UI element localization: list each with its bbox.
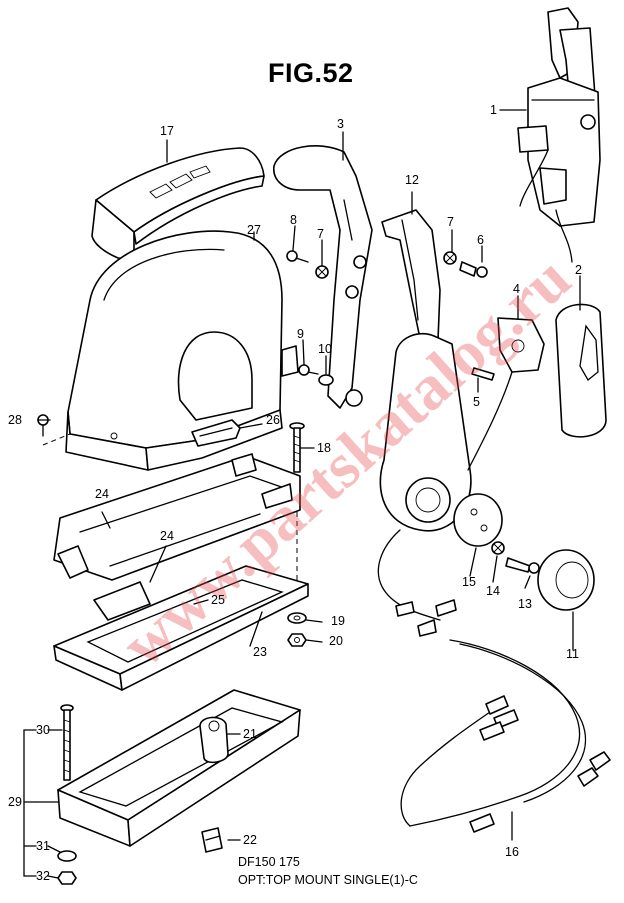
part-21-bracket [199,716,229,764]
callout-15[interactable]: 15 [462,575,476,589]
part-2-grip [555,303,607,438]
callout-17[interactable]: 17 [160,124,174,138]
callout-10[interactable]: 10 [318,342,332,356]
part-23-gasket [53,565,309,691]
callout-1[interactable]: 1 [490,103,497,117]
callout-16[interactable]: 16 [505,845,519,859]
part-16-wiring-harness [377,529,611,833]
callout-14[interactable]: 14 [486,584,500,598]
callout-24-bottom[interactable]: 24 [160,529,174,543]
callout-9[interactable]: 9 [297,327,304,341]
callout-20[interactable]: 20 [329,634,343,648]
callout-3[interactable]: 3 [337,117,344,131]
part-27-housing [65,230,299,471]
callout-11[interactable]: 11 [566,647,579,661]
part-24-bracket [53,453,301,621]
part-9-screw [298,364,319,376]
callout-12[interactable]: 12 [405,173,419,187]
callout-18[interactable]: 18 [317,441,331,455]
callout-8[interactable]: 8 [290,213,297,227]
callout-26[interactable]: 26 [266,413,280,427]
callout-30[interactable]: 30 [36,723,50,737]
callout-6[interactable]: 6 [477,233,484,247]
model-label: DF150 175 [238,855,300,869]
part-5-screw [471,367,495,381]
part-14-lockwasher [491,541,505,555]
part-1-control-assembly [517,7,601,263]
callout-29[interactable]: 29 [8,795,22,809]
part-4-switch [467,317,545,471]
callout-5[interactable]: 5 [473,395,480,409]
part-13-screw [505,557,540,574]
callout-2[interactable]: 2 [575,263,582,277]
part-29-base-frame [57,689,301,847]
part-10-washer [318,374,334,386]
part-32-nut [57,871,77,885]
part-19-washer [287,612,307,624]
part-22-clip [201,827,223,853]
callout-4[interactable]: 4 [513,282,520,296]
part-26-clip [191,419,241,447]
part-7-lockwasher-right [443,251,457,265]
part-11-cap [537,549,595,611]
part-12-throttle-arm [381,209,441,349]
part-3-lever-arm [273,145,373,409]
part-30-bolt [60,704,74,781]
callout-22[interactable]: 22 [243,833,257,847]
callout-7-right[interactable]: 7 [447,215,454,229]
callout-24-top[interactable]: 24 [95,487,109,501]
figure-title: FIG.52 [268,58,354,88]
callout-13[interactable]: 13 [518,597,532,611]
callout-19[interactable]: 19 [331,614,345,628]
part-7-lockwasher-left [315,265,329,279]
part-6-screw [459,261,488,278]
callout-7-left[interactable]: 7 [317,227,324,241]
part-15-disc [453,493,503,547]
callout-27[interactable]: 27 [247,223,261,237]
part-17-top-cover [91,147,265,261]
callout-32[interactable]: 32 [36,869,50,883]
main-lever-body [379,332,472,532]
callout-31[interactable]: 31 [36,839,50,853]
callout-28[interactable]: 28 [8,413,22,427]
callout-21[interactable]: 21 [243,727,257,741]
part-31-washer [57,850,77,862]
callout-23[interactable]: 23 [253,645,267,659]
part-8-screw [286,250,309,263]
leader-lines [23,109,581,879]
option-label: OPT:TOP MOUNT SINGLE(1)-C [238,873,418,887]
part-20-nut [287,633,307,647]
callout-25[interactable]: 25 [211,593,225,607]
